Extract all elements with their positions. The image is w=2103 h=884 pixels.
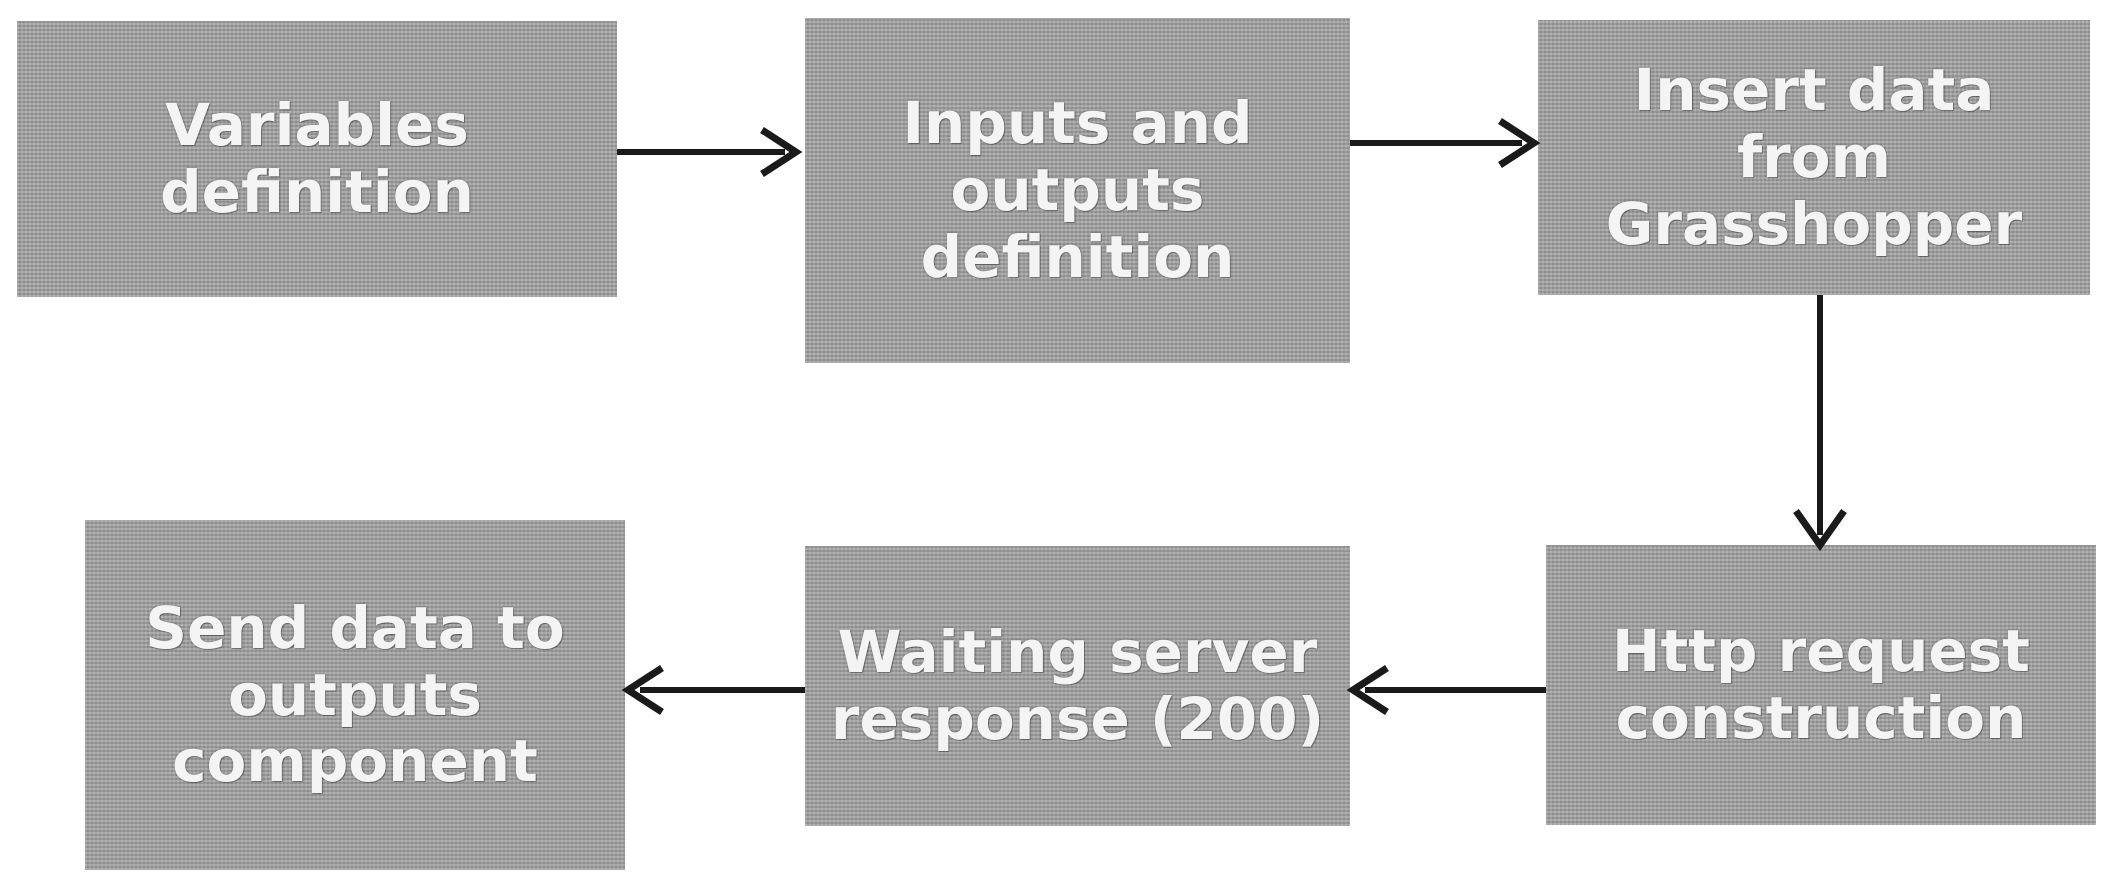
arrow-right-icon (617, 127, 803, 177)
arrow-left-icon (1346, 665, 1546, 715)
arrow-left-icon (621, 665, 805, 715)
node-send-data-outputs: Send data to outputs component (85, 520, 625, 870)
node-label: Insert data from Grasshopper (1605, 56, 2023, 258)
node-label: Send data to outputs component (145, 593, 565, 796)
node-label: Variables definition (160, 91, 474, 226)
node-insert-data-grasshopper: Insert data from Grasshopper (1538, 20, 2090, 295)
node-variables-definition: Variables definition (17, 21, 617, 297)
node-waiting-server-response: Waiting server response (200) (805, 546, 1350, 826)
node-label: Inputs and outputs definition (902, 89, 1253, 291)
node-http-request-construction: Http request construction (1546, 545, 2096, 825)
node-inputs-outputs-definition: Inputs and outputs definition (805, 18, 1350, 363)
node-label: Waiting server response (200) (830, 618, 1325, 753)
node-label: Http request construction (1611, 617, 2031, 752)
arrow-right-icon (1350, 118, 1541, 168)
arrow-down-icon (1793, 295, 1847, 552)
